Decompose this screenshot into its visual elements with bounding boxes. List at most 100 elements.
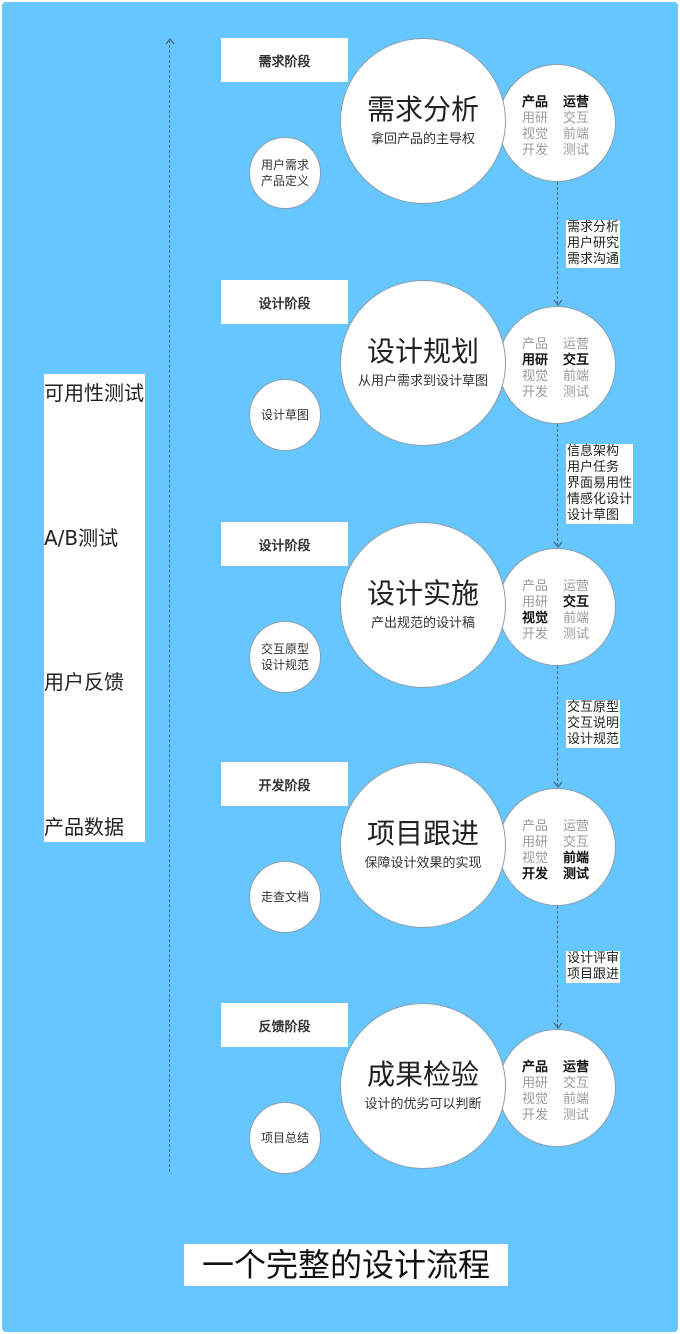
role-tag: 视觉 [522,369,549,384]
stage-output-text: 交互原型 [260,641,309,656]
stage-output-circle: 项目总结 [249,1102,321,1174]
transition-note-line: 交互原型 [567,700,620,715]
side-item-usability-test: 可用性测试 [44,381,144,405]
stage-output-text: 走查文档 [260,889,309,904]
stage-title: 成果检验 [366,1058,479,1092]
role-tag: 开发 [522,867,549,882]
transition-note-line: 信息架构 [567,444,620,459]
role-circle [498,306,616,424]
flow-line [557,666,558,786]
role-tag: 视觉 [522,1092,549,1107]
transition-note: 信息架构用户任务界面易用性情感化设计设计草图 [566,444,634,524]
transition-note-line: 交互说明 [567,716,620,731]
transition-note-line: 情感化设计 [567,492,633,507]
flow-arrow-down-icon [552,541,563,549]
transition-note: 设计评审项目跟进 [566,951,621,983]
role-tag: 测试 [563,1108,590,1123]
stage-label: 开发阶段 [221,762,348,806]
transition-note: 交互原型交互说明设计规范 [566,700,621,748]
flow-arrow-down-icon [552,1022,563,1030]
stage-circle: 需求分析拿回产品的主导权 [340,38,506,204]
transition-note-line: 界面易用性 [567,476,633,491]
stage-title: 设计实施 [366,577,479,611]
stage-output-text: 设计规范 [260,658,309,672]
feedback-methods-box [44,374,145,842]
role-tag: 产品 [522,579,549,594]
role-tag: 前端 [563,851,590,866]
role-tag: 产品 [522,1060,549,1075]
stage-circle: 项目跟进保障设计效果的实现 [340,762,506,928]
stage-title: 设计规划 [366,335,479,369]
role-tag: 用研 [522,1076,549,1091]
stage-label: 需求阶段 [221,38,348,82]
role-circle [498,1029,616,1147]
role-tag: 前端 [563,369,590,384]
role-tag: 开发 [522,143,549,158]
role-tag: 交互 [563,1076,590,1091]
stage-circle: 设计实施产出规范的设计稿 [340,522,506,688]
role-tag: 用研 [522,111,549,126]
role-tag: 用研 [522,595,549,610]
flow-line [557,182,558,304]
stage-output-circle: 设计草图 [249,379,321,451]
stage-circle: 设计规划从用户需求到设计草图 [340,280,506,446]
role-tag: 测试 [563,143,590,158]
role-tag: 产品 [522,819,549,834]
role-tag: 运营 [563,95,590,110]
role-tag: 交互 [563,353,590,368]
role-tag: 视觉 [522,611,549,626]
side-item-ab-test: A/B测试 [44,526,119,550]
stage-output-text: 项目总结 [260,1130,309,1145]
stage-circle: 成果检验设计的优劣可以判断 [340,1003,506,1169]
role-tag: 测试 [563,867,590,882]
stage-label: 反馈阶段 [221,1003,348,1047]
transition-note-line: 需求沟通 [567,252,620,267]
stage-output-circle: 交互原型设计规范 [249,621,321,693]
flow-arrow-down-icon [552,299,563,307]
transition-note-line: 设计草图 [567,508,620,523]
stage-title: 项目跟进 [366,817,479,851]
transition-note-line: 用户任务 [567,460,620,475]
role-tag: 交互 [563,111,590,126]
stage-subtitle: 拿回产品的主导权 [370,131,475,147]
role-tag: 开发 [522,1108,549,1123]
stage-output-text: 设计草图 [260,407,309,422]
role-tag: 用研 [522,353,549,368]
transition-note-line: 需求分析 [567,220,620,235]
role-circle [498,64,616,182]
stage-label: 设计阶段 [221,280,348,324]
role-tag: 开发 [522,627,549,642]
role-tag: 用研 [522,835,549,850]
transition-note-line: 用户研究 [567,236,620,251]
transition-note-line: 设计评审 [567,951,620,966]
role-tag: 测试 [563,627,590,642]
role-tag: 产品 [522,337,549,352]
timeline-line [169,40,170,1172]
role-tag: 前端 [563,1092,590,1107]
stage-output-circle: 用户需求产品定义 [249,137,321,209]
role-tag: 交互 [563,595,590,610]
role-tag: 运营 [563,1060,590,1075]
stage-output-text: 用户需求 [260,157,309,172]
role-circle [498,788,616,906]
stage-subtitle: 设计的优劣可以判断 [364,1096,482,1112]
role-tag: 开发 [522,385,549,400]
stage-subtitle: 保障设计效果的实现 [364,855,482,871]
stage-subtitle: 产出规范的设计稿 [370,615,475,631]
stage-title: 需求分析 [366,93,479,127]
role-tag: 视觉 [522,851,549,866]
role-tag: 运营 [563,337,590,352]
role-tag: 视觉 [522,127,549,142]
timeline-arrow-up-icon [164,37,175,45]
role-tag: 产品 [522,95,549,110]
side-item-user-feedback: 用户反馈 [44,670,124,694]
side-item-product-data: 产品数据 [44,815,124,839]
role-tag: 测试 [563,385,590,400]
role-circle [498,548,616,666]
flow-line [557,906,558,1027]
role-tag: 交互 [563,835,590,850]
transition-note-line: 设计规范 [567,732,620,747]
page-title: 一个完整的设计流程 [184,1244,508,1286]
stage-output-circle: 走查文档 [249,861,321,933]
role-tag: 运营 [563,819,590,834]
